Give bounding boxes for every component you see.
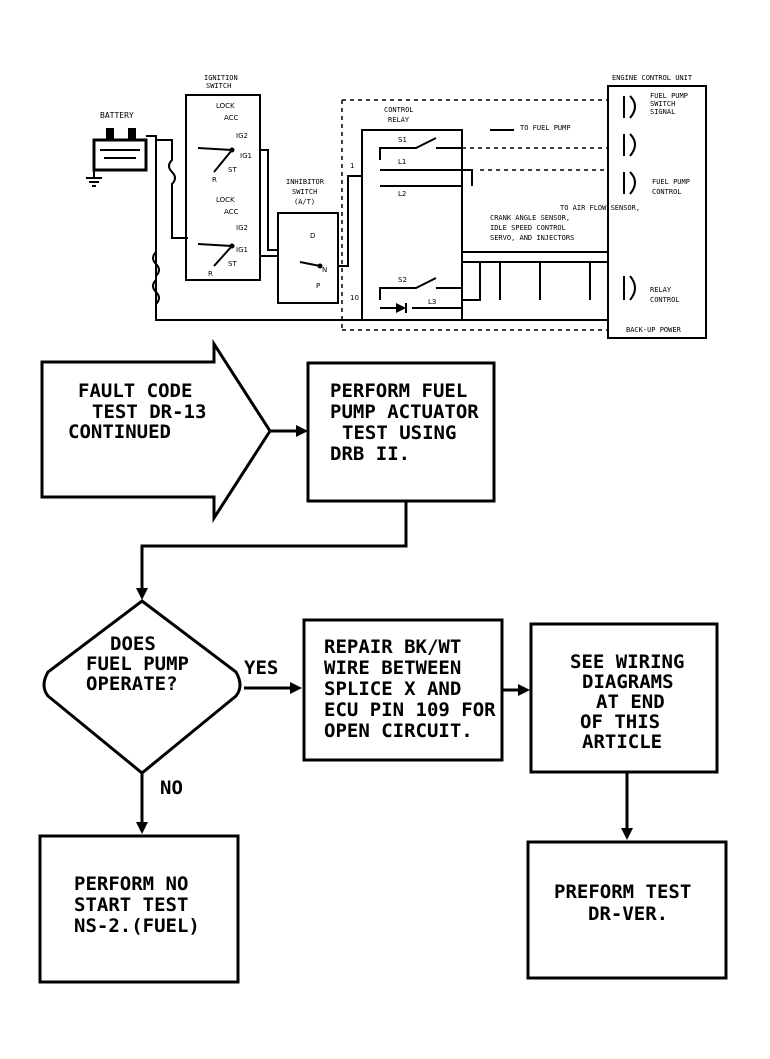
start-text-line-2: TEST DR-13 bbox=[92, 401, 206, 423]
ecu-relay-control-1: RELAY bbox=[650, 286, 672, 294]
decision-text-line-3: OPERATE? bbox=[86, 673, 178, 695]
inhibitor-switch-label-3: (A/T) bbox=[294, 198, 315, 206]
switch-pos-ig1-2: IG1 bbox=[236, 246, 248, 254]
actuator-test-box bbox=[306, 361, 496, 503]
actuator-text-line-2: PUMP ACTUATOR bbox=[330, 401, 479, 423]
start-text-line-1: FAULT CODE bbox=[78, 380, 192, 402]
nostart-text-line-3: NS-2.(FUEL) bbox=[74, 915, 200, 937]
to-fuel-pump-label: TO FUEL PUMP bbox=[520, 124, 571, 132]
wiring-text-line-1: SEE WIRING bbox=[570, 651, 684, 673]
switch-pos-r-2: R bbox=[208, 270, 213, 278]
repair-text-line-2: WIRE BETWEEN bbox=[324, 657, 461, 679]
inhibitor-pos-p: P bbox=[316, 282, 320, 290]
relay-l2-label: L2 bbox=[398, 190, 406, 198]
relay-s1-label: S1 bbox=[398, 136, 407, 144]
switch-pos-st-2: ST bbox=[228, 260, 237, 268]
decision-text-line-1: DOES bbox=[110, 633, 156, 655]
ecu-backup-power: BACK-UP POWER bbox=[626, 326, 682, 334]
inhibitor-switch-label-1: INHIBITOR bbox=[286, 178, 325, 186]
preform-text-line-1: PREFORM TEST bbox=[554, 881, 691, 903]
switch-pos-ig2-2: IG2 bbox=[236, 224, 248, 232]
ecu-pump-signal-2: SWITCH bbox=[650, 100, 675, 108]
control-relay-label-1: CONTROL bbox=[384, 106, 414, 114]
ecu-box bbox=[607, 85, 707, 339]
switch-pos-acc-1: ACC bbox=[224, 114, 239, 122]
preform-text-line-2: DR-VER. bbox=[588, 903, 668, 925]
wiring-text-line-4: OF THIS bbox=[580, 711, 660, 733]
inhibitor-pos-d: D bbox=[310, 232, 315, 240]
relay-s2-label: S2 bbox=[398, 276, 407, 284]
repair-text-line-5: OPEN CIRCUIT. bbox=[324, 720, 473, 742]
ecu-pump-control-2: CONTROL bbox=[652, 188, 682, 196]
start-text-line-3: CONTINUED bbox=[68, 421, 171, 443]
wiring-text-line-3: AT END bbox=[596, 691, 665, 713]
flowchart: FAULT CODE TEST DR-13 CONTINUED PERFORM … bbox=[38, 338, 728, 984]
ecu-relay-control-2: CONTROL bbox=[650, 296, 680, 304]
relay-pin-left-bottom: 10 bbox=[350, 294, 359, 302]
inhibitor-switch-label-2: SWITCH bbox=[292, 188, 317, 196]
to-sensors-line-2: CRANK ANGLE SENSOR, bbox=[490, 214, 570, 222]
ecu-pump-signal-1: FUEL PUMP bbox=[650, 92, 688, 100]
relay-l1-label: L1 bbox=[398, 158, 406, 166]
no-start-test-box bbox=[38, 834, 240, 984]
ecu-pump-control-1: FUEL PUMP bbox=[652, 178, 690, 186]
to-sensors-line-1: TO AIR FLOW SENSOR, bbox=[560, 204, 640, 212]
wiring-schematic: BATTERY IGNITION SWITCH LOCK ACC IG2 IG1… bbox=[86, 74, 707, 339]
ignition-switch-box bbox=[185, 94, 261, 281]
nostart-text-line-2: START TEST bbox=[74, 894, 188, 916]
inhibitor-switch-box bbox=[277, 212, 339, 304]
actuator-text-line-3: TEST USING bbox=[342, 422, 456, 444]
ignition-switch-label-2: SWITCH bbox=[206, 82, 231, 90]
control-relay-box bbox=[361, 129, 463, 321]
inhibitor-pos-n: N bbox=[322, 266, 327, 274]
decision-text-line-2: FUEL PUMP bbox=[86, 653, 189, 675]
wiring-text-line-2: DIAGRAMS bbox=[582, 671, 674, 693]
switch-pos-ig2-1: IG2 bbox=[236, 132, 248, 140]
ignition-switch-label-1: IGNITION bbox=[204, 74, 238, 82]
yes-label: YES bbox=[244, 657, 278, 679]
battery-label: BATTERY bbox=[100, 111, 134, 120]
switch-pos-lock-2: LOCK bbox=[216, 196, 235, 204]
switch-pos-lock-1: LOCK bbox=[216, 102, 235, 110]
relay-pin-left-top: 1 bbox=[350, 162, 354, 170]
actuator-text-line-1: PERFORM FUEL bbox=[330, 380, 467, 402]
nostart-text-line-1: PERFORM NO bbox=[74, 873, 188, 895]
no-label: NO bbox=[160, 777, 183, 799]
relay-l3-label: L3 bbox=[428, 298, 436, 306]
switch-pos-r-1: R bbox=[212, 176, 217, 184]
switch-pos-ig1-1: IG1 bbox=[240, 152, 252, 160]
repair-text-line-1: REPAIR BK/WT bbox=[324, 636, 461, 658]
ecu-pump-signal-3: SIGNAL bbox=[650, 108, 675, 116]
actuator-text-line-4: DRB II. bbox=[330, 443, 410, 465]
see-wiring-box bbox=[529, 622, 719, 774]
wiring-text-line-5: ARTICLE bbox=[582, 731, 662, 753]
ecu-label: ENGINE CONTROL UNIT bbox=[612, 74, 693, 82]
repair-text-line-4: ECU PIN 109 FOR bbox=[324, 699, 496, 721]
to-sensors-line-3: IDLE SPEED CONTROL bbox=[490, 224, 566, 232]
start-arrow-shape bbox=[40, 338, 272, 524]
battery-symbol bbox=[92, 128, 148, 172]
switch-pos-st-1: ST bbox=[228, 166, 237, 174]
to-sensors-line-4: SERVO, AND INJECTORS bbox=[490, 234, 574, 242]
switch-pos-acc-2: ACC bbox=[224, 208, 239, 216]
repair-text-line-3: SPLICE X AND bbox=[324, 678, 461, 700]
preform-test-box bbox=[526, 840, 728, 980]
control-relay-label-2: RELAY bbox=[388, 116, 410, 124]
